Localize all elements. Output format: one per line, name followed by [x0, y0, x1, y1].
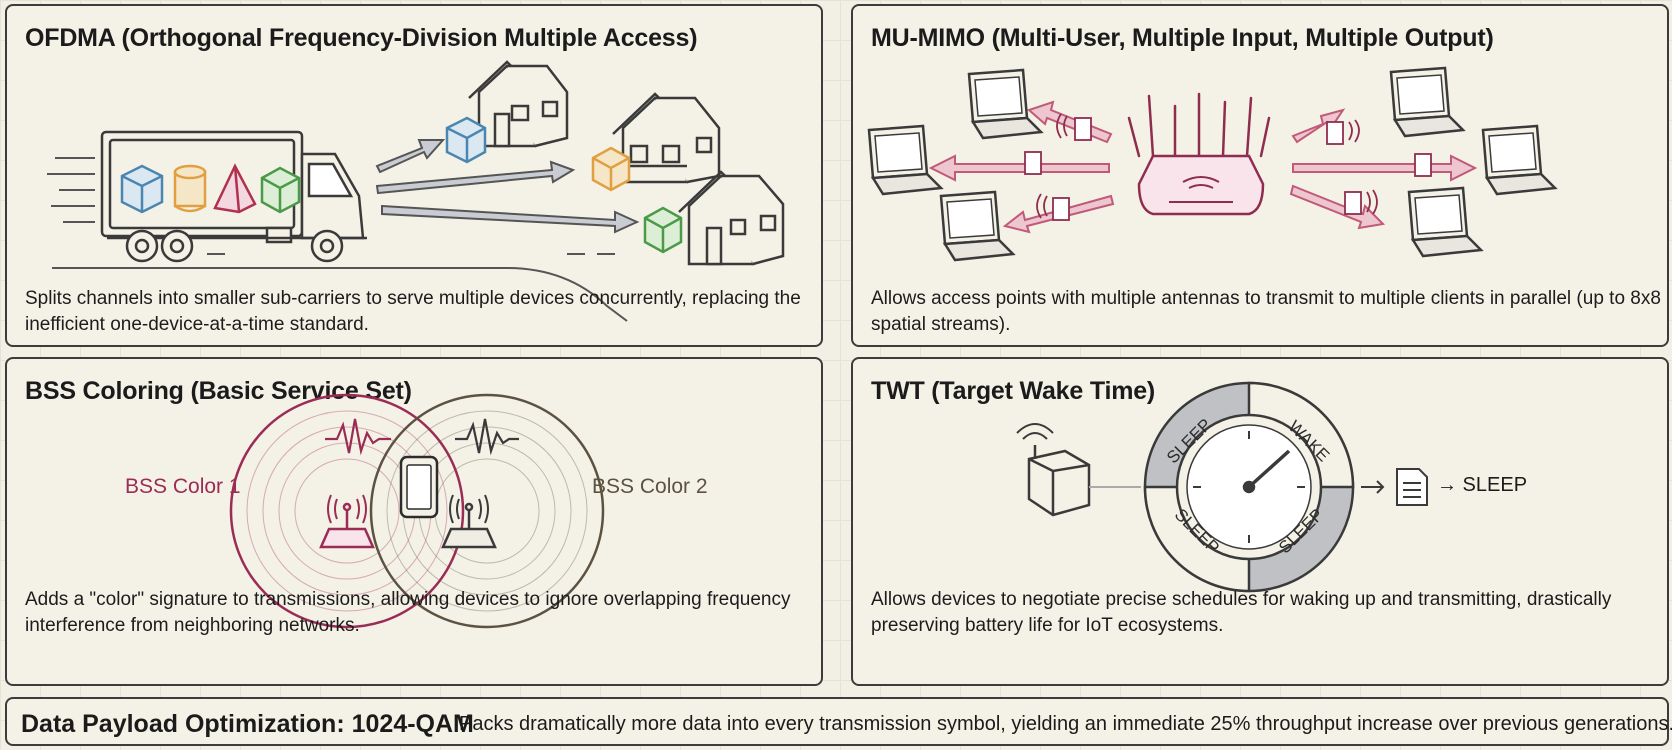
qam-banner: Data Payload Optimization: 1024-QAM Pack… [5, 697, 1672, 746]
qam-title: Data Payload Optimization: 1024-QAM [21, 710, 474, 738]
twt-description: Allows devices to negotiate precise sche… [871, 589, 1612, 636]
delivery-arrows-icon [375, 139, 640, 234]
cargo-cylinder-icon [173, 164, 207, 213]
wake-schedule-dial [1143, 381, 1355, 593]
ofdma-title: OFDMA (Orthogonal Frequency-Division Mul… [25, 24, 698, 52]
twt-flow-label: → SLEEP [1437, 474, 1528, 496]
mumimo-panel: MU-MIMO (Multi-User, Multiple Input, Mul… [851, 4, 1669, 347]
laptop-client-2 [867, 124, 943, 196]
speed-lines-icon [47, 157, 95, 223]
ofdma-description: Splits channels into smaller sub-carrier… [25, 288, 801, 335]
mumimo-description: Allows access points with multiple anten… [871, 288, 1661, 335]
twt-illustration: SLEEP WAKE SLEEP SLEEP [1016, 381, 1428, 593]
bss-title: BSS Coloring (Basic Service Set) [25, 377, 412, 405]
data-packet-icons [1024, 117, 1432, 221]
bss-description: Adds a "color" signature to transmission… [25, 589, 791, 636]
laptop-client-6 [1407, 186, 1483, 258]
signal-wave-icons [1036, 113, 1378, 219]
bss-color1-coverage [229, 393, 465, 629]
mumimo-illustration [867, 66, 1557, 262]
cargo-pyramid-icon [213, 163, 257, 214]
interference-wave-icon-1 [325, 418, 391, 456]
bss-panel: BSS Coloring (Basic Service Set) [5, 357, 823, 686]
bss-color1-label: BSS Color 1 [125, 475, 241, 498]
house-icon-3 [678, 170, 785, 266]
flow-arrow-icon [1361, 480, 1385, 494]
delivery-truck-icon [100, 130, 367, 263]
router-color1-icon [319, 494, 375, 549]
bss-illustration [229, 393, 605, 629]
cargo-box-green-icon [260, 166, 301, 214]
bss-color2-label: BSS Color 2 [592, 475, 708, 498]
ofdma-panel: OFDMA (Orthogonal Frequency-Division Mul… [5, 4, 823, 347]
laptop-client-3 [939, 190, 1015, 262]
iot-device-icon [1016, 423, 1091, 517]
package-icon-2 [591, 146, 631, 192]
smartphone-icon [399, 455, 439, 519]
qam-description: Packs dramatically more data into every … [459, 713, 1672, 735]
twt-title: TWT (Target Wake Time) [871, 377, 1156, 405]
interference-wave-icon-2 [455, 418, 519, 456]
document-icon [1396, 468, 1428, 506]
package-icon-3 [643, 206, 683, 254]
ofdma-illustration [47, 60, 785, 322]
house-icon-1 [468, 60, 569, 148]
twt-panel: TWT (Target Wake Time) SLEEP WAKE [851, 357, 1669, 686]
laptop-client-4 [1389, 66, 1465, 138]
mumimo-title: MU-MIMO (Multi-User, Multiple Input, Mul… [871, 24, 1494, 52]
wifi-router-icon [1127, 92, 1271, 216]
cargo-box-blue-icon [120, 164, 164, 214]
laptop-client-5 [1481, 124, 1557, 196]
stream-arrows-icon [928, 100, 1478, 234]
router-color2-icon [441, 494, 497, 549]
road-icon [52, 253, 628, 322]
laptop-client-1 [967, 68, 1043, 140]
package-icon-1 [445, 116, 487, 164]
